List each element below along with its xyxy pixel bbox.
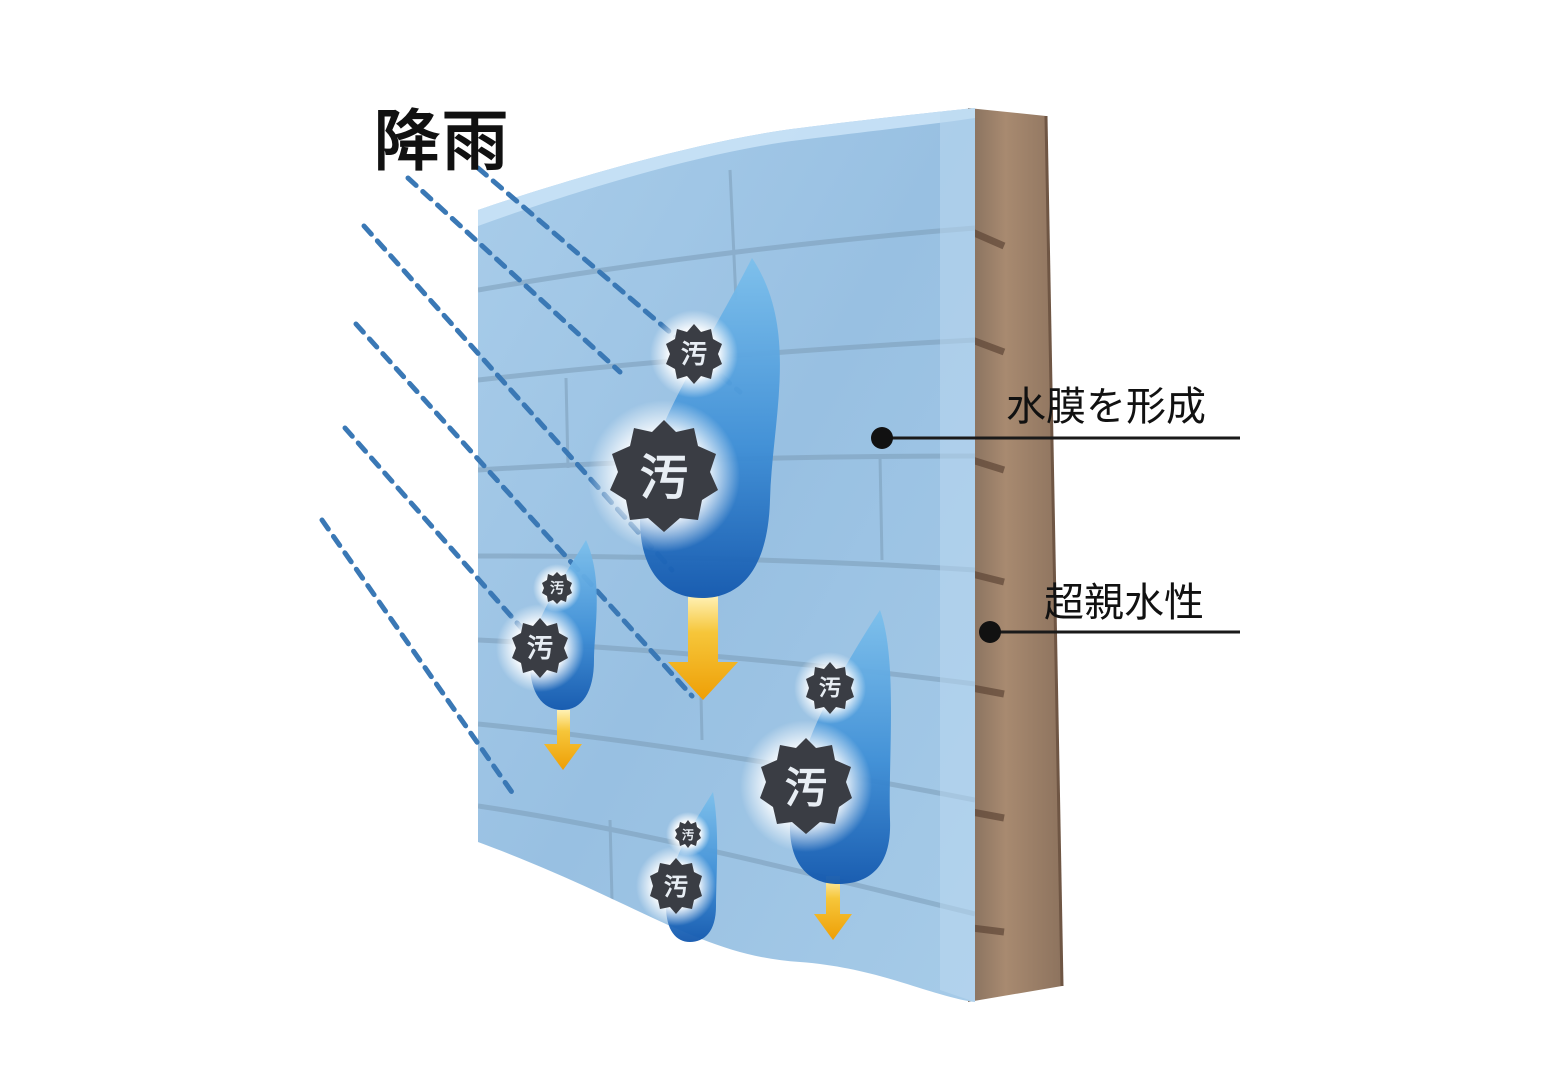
rain-dash-line: [319, 517, 519, 801]
dirt-glyph: 汚: [527, 634, 553, 664]
rain-title: 降雨: [374, 103, 510, 180]
dirt-particle-icon: 汚: [666, 812, 710, 856]
dirt-particle-icon: 汚: [636, 846, 716, 926]
leader-dot-icon: [871, 427, 893, 449]
down-arrows: [544, 596, 852, 940]
leader-dot-icon: [979, 621, 1001, 643]
down-arrow-icon: [814, 876, 852, 940]
rain-dash-line: [353, 321, 695, 699]
rain-dash-line: [342, 425, 551, 661]
dirt-glyph: 汚: [819, 677, 841, 702]
callout-leaders: [871, 427, 1240, 643]
down-arrow-icon: [544, 710, 582, 770]
dirt-glyph: 汚: [664, 873, 688, 901]
super-hydrophilic-label: 超親水性: [1044, 580, 1204, 626]
dirt-particle-icon: 汚: [650, 310, 738, 398]
down-arrow-icon: [668, 596, 738, 700]
dirt-glyph: 汚: [640, 450, 688, 506]
water-film-label: 水膜を形成: [1006, 384, 1206, 430]
dirt-particle-icon: 汚: [533, 564, 581, 612]
dirt-particle-icon: 汚: [794, 652, 866, 724]
dirt-glyph: 汚: [682, 827, 694, 842]
rain-dash-line: [405, 175, 623, 375]
dirt-glyph: 汚: [785, 764, 827, 813]
dirt-particle-icon: 汚: [496, 604, 584, 692]
dirt-glyph: 汚: [681, 340, 707, 370]
dirt-particle-icon: 汚: [588, 400, 740, 552]
substrate-side: [968, 108, 1064, 1002]
dirt-particles: 汚 汚 汚 汚 汚: [496, 310, 872, 926]
dirt-glyph: 汚: [550, 580, 564, 597]
dirt-particle-icon: 汚: [740, 720, 872, 852]
